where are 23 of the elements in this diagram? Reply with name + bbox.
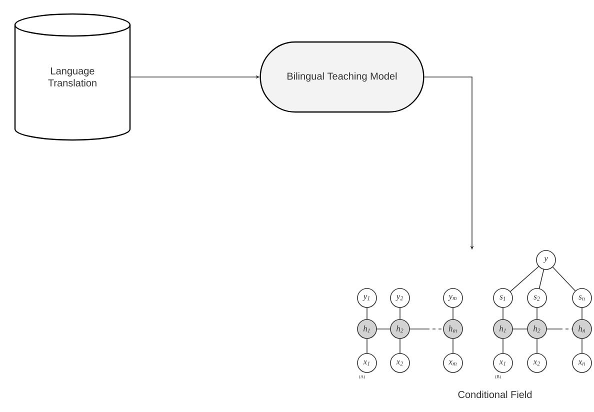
variable-label: y$_{1}$	[362, 295, 370, 301]
variable-label: h$_{1}$	[499, 325, 506, 333]
variable-label: h$_{m}$	[448, 326, 457, 332]
variable-label: y$_{m}$	[448, 295, 457, 301]
variable-label: s$_{2}$	[534, 295, 540, 301]
variable-label: x$_{1}$	[499, 360, 506, 366]
variable-label: y$_{2}$	[396, 295, 403, 301]
variable-label: y	[543, 257, 548, 263]
variable-label: h$_{1}$	[363, 325, 370, 333]
variable-label: x$_{2}$	[396, 360, 403, 366]
variable-label: x$_{n}$	[578, 360, 585, 366]
variable-label: s$_{n}$	[578, 296, 585, 300]
variable-label: h$_{2}$	[396, 325, 404, 333]
variable-label: h$_{2}$	[533, 325, 540, 333]
node-label: Conditional Field	[458, 390, 532, 398]
variable-label: x$_{1}$	[363, 360, 370, 366]
variable-label: x$_{m}$	[448, 360, 457, 366]
variable-label: h$_{n}$	[578, 326, 586, 332]
database-cylinder: Language Translation	[14, 13, 131, 141]
variable-label: s$_{1}$	[500, 295, 506, 301]
graphical-model-drawing	[357, 250, 592, 373]
process-box: Bilingual Teaching Model	[260, 41, 424, 113]
variable-label: x$_{2}$	[533, 360, 540, 366]
